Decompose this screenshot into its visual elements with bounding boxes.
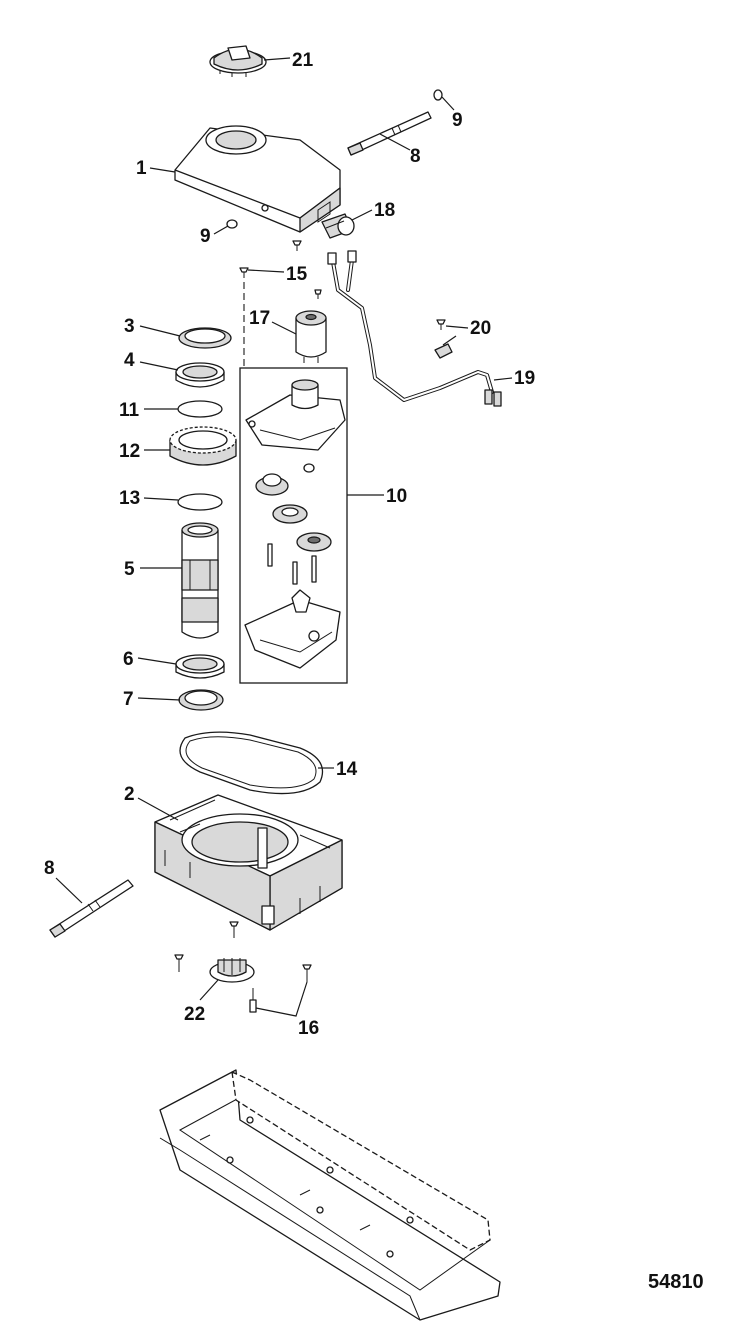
callout-20: 20: [470, 318, 491, 339]
callout-9-top: 9: [452, 110, 463, 131]
part-10-pins: [267, 543, 317, 585]
callout-22: 22: [184, 1004, 205, 1025]
callout-17: 17: [249, 308, 270, 329]
figure-number: 54810: [648, 1271, 704, 1293]
screw-under-cover: [292, 240, 302, 251]
callout-15: 15: [286, 264, 308, 285]
callout-8-lower: 8: [44, 858, 55, 879]
callout-9-lower: 9: [200, 226, 211, 247]
part-4-bearing-ring: [175, 362, 225, 388]
part-11-o-ring: [177, 400, 223, 418]
part-17-motor: [295, 289, 327, 363]
part-10-upper-housing: [245, 379, 346, 451]
callout-19: 19: [514, 368, 535, 389]
callout-10: 10: [386, 486, 407, 507]
callout-7: 7: [123, 689, 134, 710]
callout-4: 4: [124, 350, 135, 371]
part-22-coupler: [209, 958, 255, 983]
part-2-base-housing: [154, 794, 343, 931]
callout-21: 21: [292, 50, 314, 71]
part-5-tube: [181, 522, 219, 639]
part-19-wiring-harness: [327, 250, 502, 407]
callout-18: 18: [374, 200, 395, 221]
callout-12: 12: [119, 441, 140, 462]
callout-8-top: 8: [410, 146, 421, 167]
part-3-seal-ring: [178, 327, 232, 349]
part-6-bearing-ring: [175, 654, 225, 679]
leader-lines: [55, 57, 513, 1017]
part-15-screw: [239, 267, 249, 278]
callout-5: 5: [124, 559, 135, 580]
callout-6: 6: [123, 649, 134, 670]
part-12-ring-gear: [169, 426, 237, 466]
part-18-switch: [321, 213, 355, 239]
part-10-assembly-box: [239, 367, 348, 684]
part-9-o-ring-top: [433, 89, 443, 101]
part-8-shaft-top: [347, 111, 432, 156]
callout-14: 14: [336, 759, 358, 780]
part-1-top-cover: [174, 125, 341, 233]
callout-13: 13: [119, 488, 140, 509]
callout-1: 1: [136, 158, 147, 179]
part-14-gasket: [179, 731, 324, 795]
callout-11: 11: [119, 400, 140, 421]
callout-2: 2: [124, 784, 135, 805]
mounting-rails: [159, 1069, 501, 1321]
callout-16: 16: [298, 1018, 319, 1039]
part-8-shaft-lower: [49, 879, 134, 938]
screws-16: [174, 921, 312, 1013]
callout-labels: 21 9 1 8 18 9 15 17 3 20 4 19 11 12 10 1…: [44, 50, 535, 1039]
callout-3: 3: [124, 316, 135, 337]
part-13-o-ring: [177, 493, 223, 511]
part-9-o-ring-lower: [226, 219, 238, 229]
part-10-lower-housing: [244, 589, 341, 669]
part-21-cap: [209, 45, 267, 77]
part-10-gear-train: [255, 463, 332, 552]
part-7-seal-ring: [178, 689, 224, 711]
part-20-clip: [434, 319, 453, 359]
